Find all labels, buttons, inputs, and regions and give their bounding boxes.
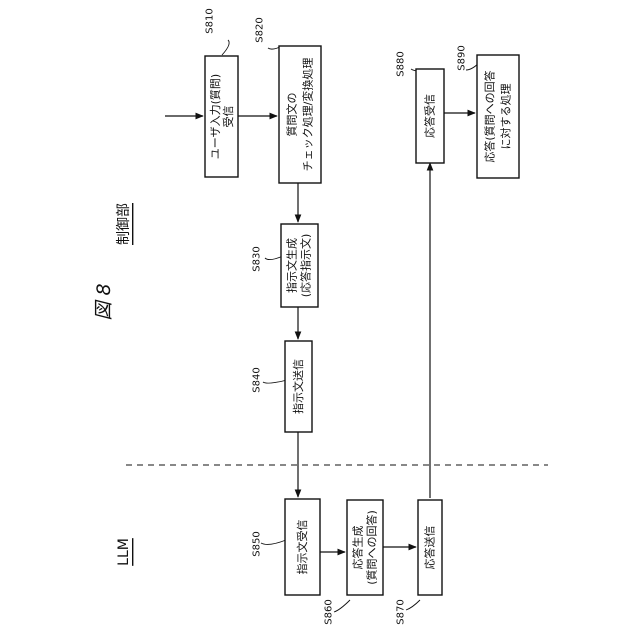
step-text-line1: 応答送信 [423, 526, 437, 570]
step-s870: 応答送信 S870 [396, 500, 443, 625]
step-text-line1: 質問文の [285, 93, 299, 137]
step-s840: 指示文送信 S840 [252, 341, 313, 432]
step-id: S810 [205, 8, 216, 33]
step-text-line1: 応答(質問への回答 [483, 70, 497, 162]
step-text-line1: 指示文送信 [291, 359, 305, 414]
step-id: S880 [396, 51, 407, 76]
step-id: S860 [324, 599, 335, 624]
leader-s810 [222, 40, 229, 55]
step-text-line1: 指示文生成 [285, 238, 299, 293]
step-s820: 質問文の チェック処理/変換処理 S820 [255, 17, 322, 183]
step-text-line2: (応答指示文) [299, 234, 313, 298]
leader-s870 [406, 600, 420, 610]
step-id: S850 [252, 531, 263, 556]
lane-label-llm: LLM [116, 538, 132, 566]
step-s850: 指示文受信 S850 [252, 499, 321, 595]
step-id: S830 [252, 246, 263, 271]
step-id: S840 [252, 367, 263, 392]
step-text-line1: ユーザ入力(質問) [208, 74, 222, 159]
figure-label: 図 8 [93, 283, 115, 320]
step-id: S890 [457, 45, 468, 70]
step-s860: 応答生成 (質問への回答) S860 [324, 500, 384, 625]
step-text-line1: 指示文受信 [295, 520, 309, 575]
step-id: S870 [396, 599, 407, 624]
step-s810: ユーザ入力(質問) 受信 S810 [205, 8, 239, 177]
lane-label-control: 制御部 [116, 203, 132, 245]
step-text-line2: チェック処理/変換処理 [301, 58, 315, 172]
leader-s860 [334, 600, 350, 612]
step-s830: 指示文生成 (応答指示文) S830 [252, 224, 319, 307]
step-text-line2: に対する処理 [499, 84, 513, 150]
leader-s850 [261, 540, 286, 544]
step-s890: 応答(質問への回答 に対する処理 S890 [457, 45, 520, 178]
step-text-line2: 受信 [222, 106, 235, 128]
step-text-line2: (質問への回答) [365, 510, 379, 585]
step-text-line1: 応答受信 [423, 94, 437, 138]
step-id: S820 [255, 17, 266, 42]
leader-s830 [265, 256, 283, 260]
step-text-line1: 応答生成 [351, 526, 365, 570]
step-s880: 応答受信 S880 [396, 51, 445, 163]
leader-s840 [263, 380, 287, 383]
